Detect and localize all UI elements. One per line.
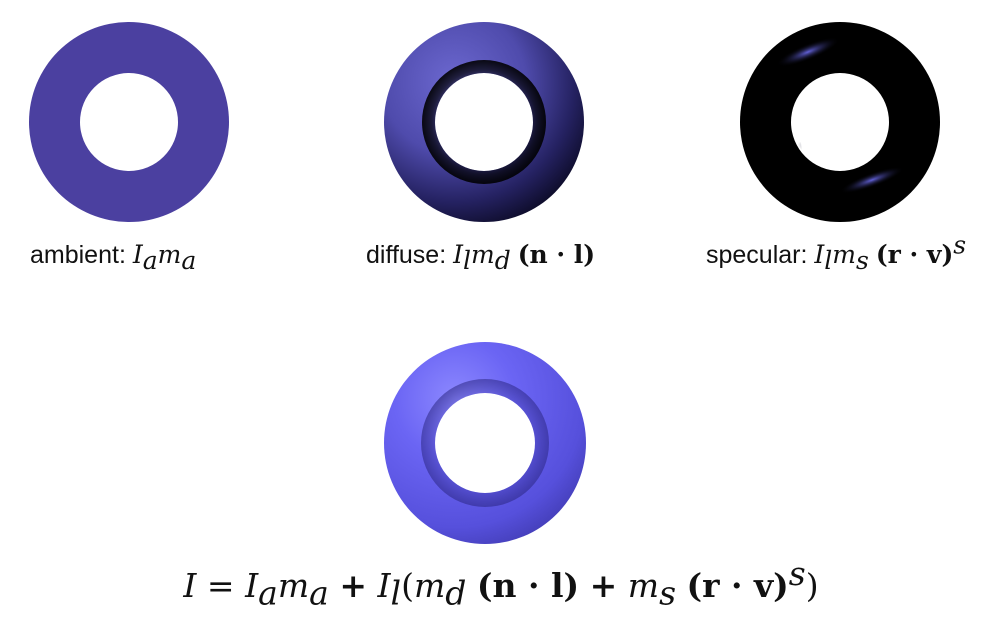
formula-Il: I (377, 566, 391, 605)
phong-formula: I = Iama + Il(md (n · l) + ms (r · v)s) (0, 557, 1002, 610)
formula-nl: (n · l) (476, 566, 580, 605)
specular-dot-product: (r · v) (875, 240, 954, 269)
formula-ma-sub: a (309, 573, 329, 613)
ambient-torus (29, 22, 229, 222)
ambient-m-sub: a (181, 246, 197, 275)
ambient-I-sub: a (142, 246, 158, 275)
diffuse-label: diffuse: (366, 241, 447, 269)
formula-close-paren: ) (805, 566, 819, 605)
specular-torus (740, 22, 940, 222)
formula-ms: m (627, 566, 660, 605)
specular-I: I (814, 240, 825, 269)
formula-ma: m (277, 566, 310, 605)
specular-m-sub: s (856, 246, 869, 275)
formula-plus-1: + (339, 566, 367, 605)
specular-m: m (832, 240, 857, 269)
diffuse-dot-product: (n · l) (517, 240, 596, 269)
combined-torus (384, 342, 586, 544)
ambient-m: m (157, 240, 182, 269)
ambient-label: ambient: (30, 241, 126, 269)
formula-md: m (413, 566, 446, 605)
specular-caption: specular: Ilms (r · v)s (706, 233, 966, 273)
diffuse-caption: diffuse: Ilmd (n · l) (366, 240, 596, 273)
ambient-I: I (132, 240, 143, 269)
formula-open-paren: ( (401, 566, 414, 605)
diffuse-torus (384, 22, 584, 222)
ambient-caption: ambient: Iama (30, 240, 196, 273)
diffuse-I: I (453, 240, 463, 269)
diffuse-I-sub: l (463, 246, 471, 275)
formula-lhs: I = (183, 566, 235, 605)
specular-exponent: s (953, 230, 967, 260)
formula-Ia-sub: a (258, 573, 278, 613)
specular-I-sub: l (824, 246, 833, 275)
specular-label: specular: (706, 241, 808, 269)
diffuse-m-sub: d (494, 246, 511, 275)
formula-Il-sub: l (390, 573, 402, 613)
formula-Ia: I (245, 566, 259, 605)
formula-rv: (r · v) (686, 566, 789, 605)
formula-exp: s (788, 554, 806, 593)
formula-plus-2: + (589, 566, 618, 605)
formula-md-sub: d (445, 573, 467, 613)
diffuse-m: m (471, 240, 495, 269)
formula-ms-sub: s (659, 573, 676, 613)
